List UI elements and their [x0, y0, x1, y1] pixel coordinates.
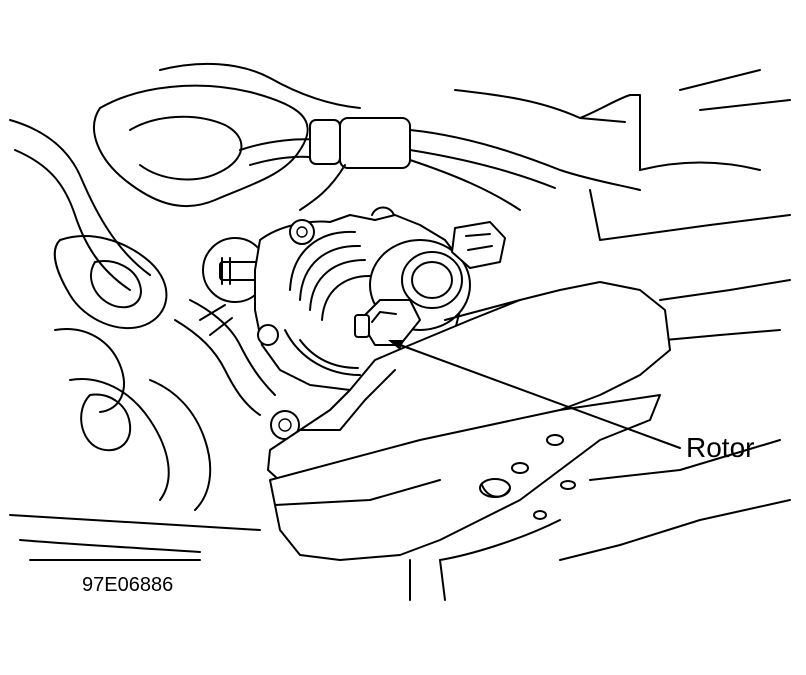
- rotor-leader-line: [391, 341, 681, 449]
- rotor: [359, 299, 421, 346]
- hose: [174, 299, 276, 416]
- lower-frame: [269, 394, 661, 561]
- engine-bay-background: [9, 62, 791, 601]
- wire-harness: [239, 117, 641, 211]
- rotor-callout-label: Rotor: [686, 432, 755, 463]
- rotor-leader-arrowhead: [388, 340, 404, 350]
- rotor-assembly: [354, 221, 506, 346]
- figure-code: 97E06886: [82, 574, 174, 596]
